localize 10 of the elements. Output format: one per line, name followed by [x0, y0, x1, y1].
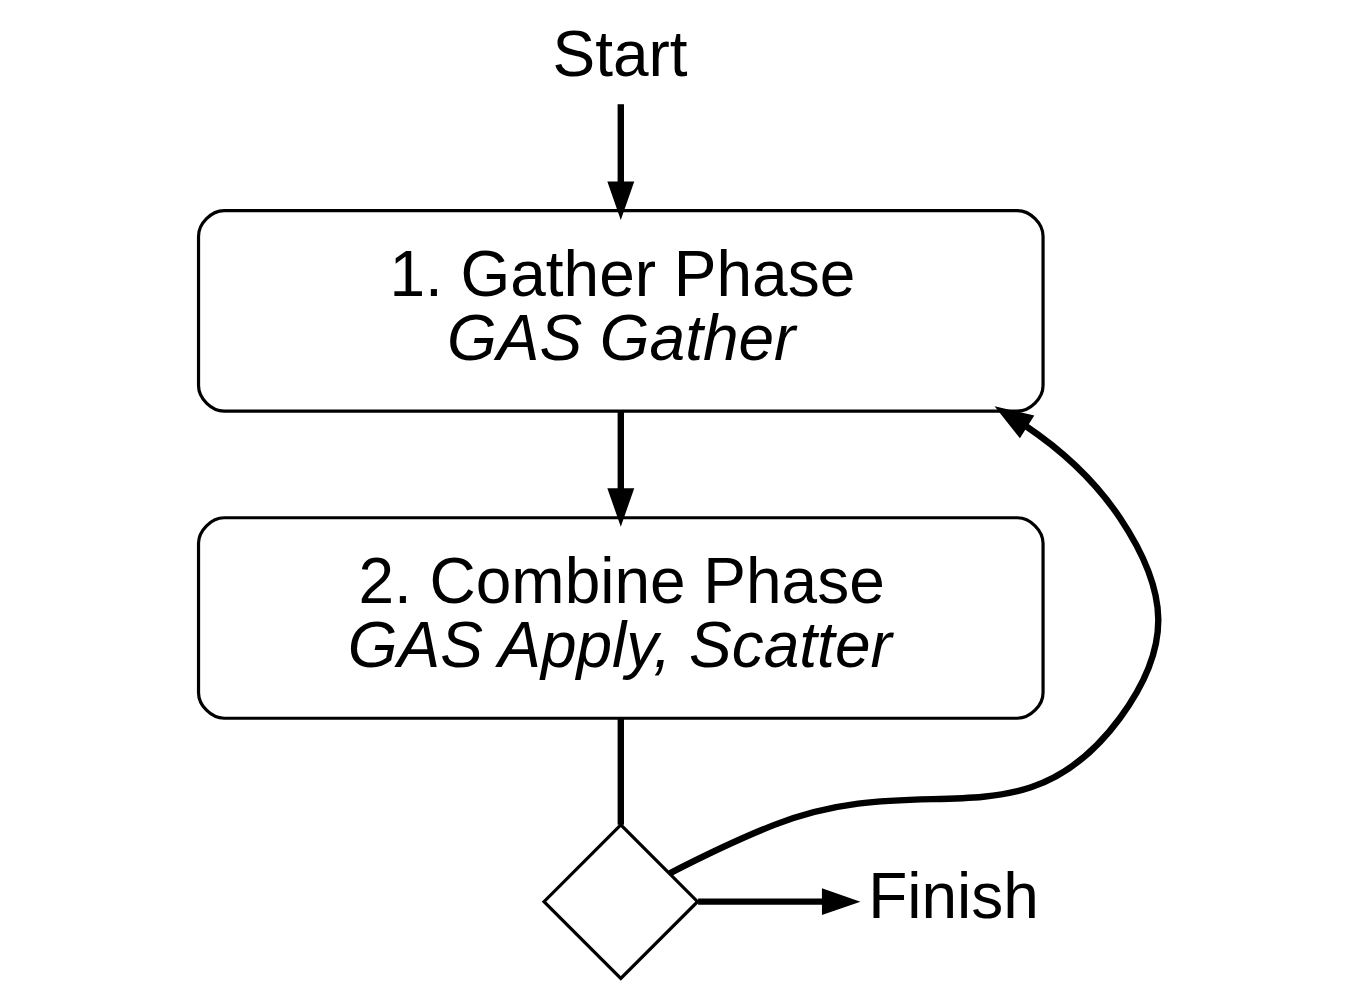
- node-diamond: [541, 822, 700, 981]
- node-box: 1. Gather Phase GAS Gather: [196, 209, 1045, 413]
- arrow: [667, 406, 1161, 877]
- arrow: [606, 411, 634, 527]
- node-box: 2. Combine Phase GAS Apply, Scatter: [196, 516, 1045, 720]
- node-text: Finish: [867, 859, 1039, 932]
- arrow: [606, 104, 634, 221]
- connector: [617, 718, 624, 825]
- node-text: Start: [552, 18, 688, 91]
- arrow: [697, 888, 860, 916]
